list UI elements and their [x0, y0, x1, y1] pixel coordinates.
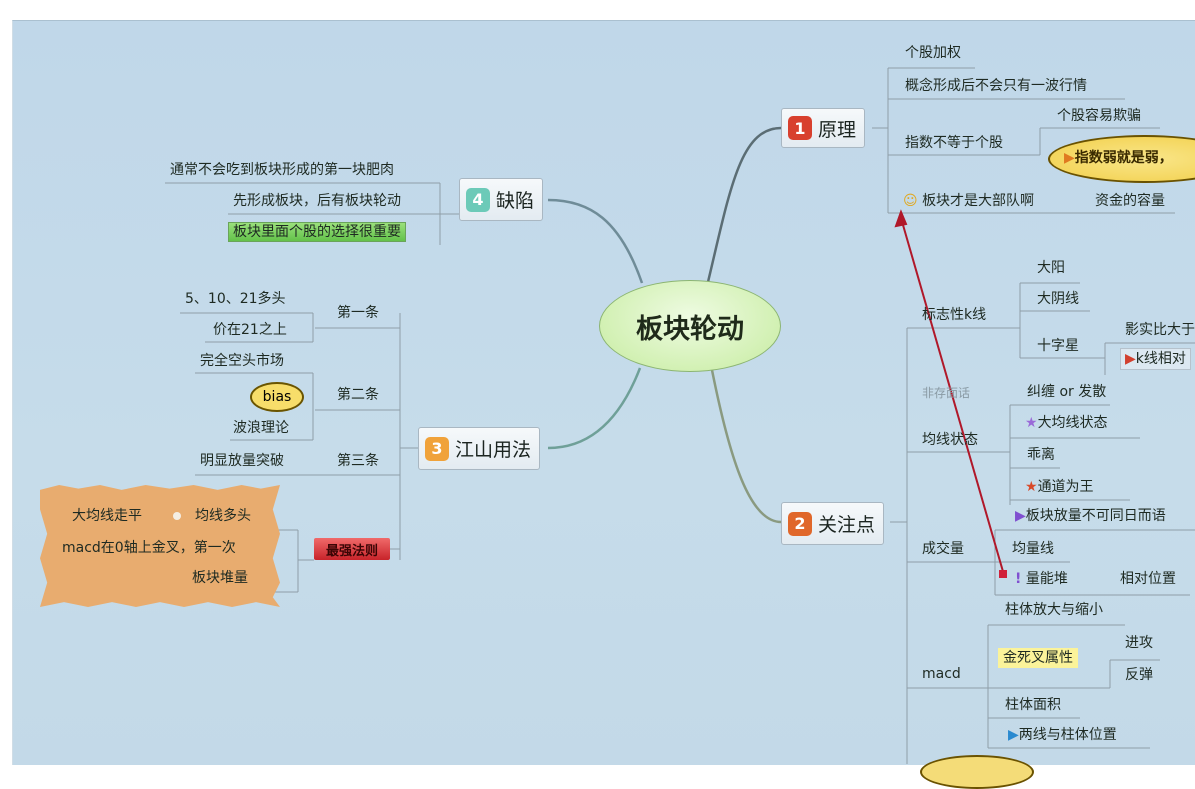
flag-icon: ▶ [1015, 508, 1026, 524]
node[interactable]: 板块堆量 [192, 570, 248, 586]
connector-principle [706, 126, 782, 283]
node[interactable]: 资金的容量 [1095, 193, 1165, 209]
mindmap-canvas [12, 20, 1195, 765]
node[interactable]: 纠缠 or 发散 [1027, 384, 1107, 400]
node-strongest-rule[interactable]: 最强法则 [314, 538, 390, 560]
topic-focus[interactable]: 2 关注点 [781, 502, 885, 545]
node[interactable]: ▶两线与柱体位置 [1008, 727, 1117, 743]
node-highlighted[interactable]: 板块里面个股的选择很重要 [228, 222, 406, 242]
connector-lines [60, 67, 1195, 764]
purple-star-icon: ★ [1025, 415, 1038, 431]
topic-principle[interactable]: 1 原理 [781, 108, 866, 148]
highlight-ellipse [1048, 135, 1195, 183]
number-2-icon: 2 [788, 511, 812, 536]
topic-label: 缺陷 [496, 190, 535, 212]
node[interactable]: 相对位置 [1120, 571, 1176, 587]
node[interactable]: 个股加权 [905, 45, 961, 61]
node[interactable]: 第一条 [337, 305, 379, 321]
node[interactable]: 柱体面积 [1005, 697, 1061, 713]
node[interactable]: 成交量 [922, 541, 964, 557]
node[interactable]: ★通道为王 [1025, 479, 1094, 495]
topic-usage[interactable]: 3 江山用法 [418, 427, 541, 470]
node-label: 最强法则 [325, 543, 378, 559]
topic-label: 江山用法 [455, 439, 532, 461]
node[interactable]: 概念形成后不会只有一波行情 [905, 78, 1087, 94]
node[interactable]: 明显放量突破 [200, 453, 284, 469]
node[interactable]: ▶k线相对 [1120, 348, 1191, 370]
dot-icon [173, 512, 181, 520]
node[interactable]: 5、10、21多头 [185, 291, 286, 307]
node[interactable]: 影实比大于 [1125, 322, 1195, 338]
red-arrow [894, 209, 1007, 578]
number-4-icon: 4 [466, 187, 490, 212]
smiley-icon: ☺ [903, 193, 918, 209]
node[interactable]: 进攻 [1125, 635, 1153, 651]
node[interactable]: 均线状态 [922, 432, 978, 448]
node[interactable]: 标志性k线 [922, 307, 987, 323]
connector-focus [710, 369, 782, 524]
node[interactable]: macd [922, 666, 961, 682]
node[interactable]: 乖离 [1027, 447, 1055, 463]
node-faint[interactable]: 非存面话 [922, 386, 971, 400]
node[interactable]: 第三条 [337, 453, 379, 469]
node[interactable]: 均线多头 [195, 508, 251, 524]
node[interactable]: 反弹 [1125, 667, 1153, 683]
callout-shape [40, 485, 280, 607]
flag-icon: ▶ [1125, 351, 1136, 367]
node[interactable]: 大阴线 [1037, 291, 1079, 307]
node-bias[interactable]: bias [250, 382, 304, 412]
node[interactable]: 个股容易欺骗 [1057, 108, 1141, 124]
node[interactable]: ★大均线状态 [1025, 415, 1108, 431]
number-3-icon: 3 [425, 436, 449, 461]
flag-icon: ▶ [1008, 727, 1019, 743]
node[interactable]: 大均线走平 [72, 508, 142, 524]
connector-usage [547, 367, 642, 450]
node[interactable]: 十字星 [1037, 338, 1079, 354]
central-topic-label: 板块轮动 [636, 313, 744, 345]
node[interactable]: ▶板块放量不可同日而语 [1015, 508, 1166, 524]
central-topic[interactable]: 板块轮动 [599, 280, 781, 372]
node[interactable]: 柱体放大与缩小 [1005, 602, 1103, 618]
flag-icon: ▶ [1064, 150, 1075, 166]
node[interactable]: ☺ 板块才是大部队啊 [903, 193, 1035, 209]
node[interactable]: 指数不等于个股 [905, 135, 1003, 151]
node[interactable]: macd在0轴上金叉，第一次 [62, 540, 236, 556]
topic-label: 原理 [818, 118, 857, 141]
node[interactable]: 大阳 [1037, 260, 1065, 276]
node[interactable]: 完全空头市场 [200, 353, 284, 369]
node-highlighted[interactable]: 金死叉属性 [998, 648, 1078, 668]
node[interactable]: 均量线 [1012, 541, 1054, 557]
node[interactable]: 价在21之上 [213, 322, 287, 338]
node-highlighted[interactable]: ▶指数弱就是弱， [1064, 150, 1173, 166]
node[interactable]: 先形成板块，后有板块轮动 [233, 193, 401, 209]
node[interactable]: 通常不会吃到板块形成的第一块肥肉 [170, 162, 394, 178]
connector-defect [547, 198, 644, 284]
partial-ellipse-node [920, 755, 1034, 789]
node[interactable]: 波浪理论 [233, 420, 289, 436]
node[interactable]: ! 量能堆 [1015, 571, 1068, 587]
node[interactable]: 第二条 [337, 387, 379, 403]
topic-label: 关注点 [818, 514, 876, 536]
node-label: bias [262, 389, 292, 405]
topic-defect[interactable]: 4 缺陷 [459, 178, 544, 221]
red-star-icon: ★ [1025, 479, 1038, 495]
number-1-icon: 1 [788, 116, 812, 140]
exclamation-icon: ! [1015, 571, 1022, 587]
